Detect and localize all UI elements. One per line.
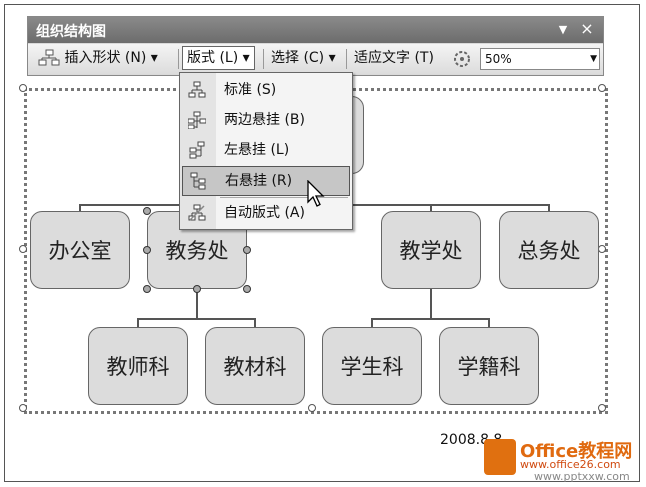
- insert-shape-label: 插入形状 (N) ▾: [64, 50, 158, 66]
- menu-item-both-hanging[interactable]: 两边悬挂 (B): [182, 106, 348, 134]
- menu-item-autolayout[interactable]: 自动版式 (A): [182, 199, 348, 227]
- zoom-icon: [454, 51, 470, 67]
- menu-item-label: 两边悬挂 (B): [224, 112, 305, 128]
- logo-url-text: www.office26.com: [520, 458, 621, 471]
- canvas-handle-tr[interactable]: [598, 84, 606, 92]
- connector: [430, 288, 432, 320]
- org-node-office[interactable]: 办公室: [30, 211, 130, 289]
- site-logo: Office教程网 www.office26.com www.pptxxw.co…: [484, 437, 642, 485]
- toolbar-separator: [178, 49, 179, 69]
- node-handle[interactable]: [143, 246, 151, 254]
- org-node-textbook-section[interactable]: 教材科: [205, 327, 305, 405]
- node-handle[interactable]: [193, 285, 201, 293]
- layout-dropdown-menu: 标准 (S) 两边悬挂 (B) 左悬挂 (L) 右悬挂 (R): [179, 72, 353, 230]
- toolbar-options-icon[interactable]: ▼: [558, 23, 568, 36]
- logo-main-text: Office教程网: [520, 441, 633, 462]
- insert-shape-icon: [38, 49, 60, 66]
- left-hanging-icon: [189, 141, 205, 159]
- canvas-handle-br[interactable]: [598, 404, 606, 412]
- org-chart-toolbar: 插入形状 (N) ▾ 版式 (L) ▾ 选择 (C) ▾ 适应文字 (T) 50…: [28, 44, 603, 74]
- canvas-handle-bm[interactable]: [308, 404, 316, 412]
- menu-item-label: 右悬挂 (R): [225, 173, 293, 189]
- org-chart-toolbar-window: 组织结构图 ▼ × 插入形状 (N) ▾ 版式 (L) ▾ 选择 (C) ▾ 适…: [27, 16, 604, 76]
- logo-url2-text: www.pptxxw.com: [534, 470, 630, 483]
- canvas-handle-bl[interactable]: [19, 404, 27, 412]
- right-hanging-icon: [190, 172, 206, 190]
- autolayout-icon: [188, 204, 206, 221]
- menu-item-left-hanging[interactable]: 左悬挂 (L): [182, 136, 348, 164]
- node-handle[interactable]: [243, 246, 251, 254]
- org-node-teaching[interactable]: 教学处: [381, 211, 481, 289]
- org-node-registry-section[interactable]: 学籍科: [439, 327, 539, 405]
- node-handle[interactable]: [243, 285, 251, 293]
- canvas-handle-ml[interactable]: [19, 245, 27, 253]
- menu-item-label: 左悬挂 (L): [224, 142, 290, 158]
- menu-separator: [220, 197, 348, 198]
- connector: [196, 288, 198, 320]
- node-handle[interactable]: [143, 207, 151, 215]
- select-button[interactable]: 选择 (C) ▾: [271, 50, 336, 66]
- fit-text-button[interactable]: 适应文字 (T): [354, 50, 434, 66]
- zoom-select[interactable]: 50% ▼: [480, 48, 600, 70]
- connector: [430, 204, 432, 212]
- standard-layout-icon: [188, 81, 206, 98]
- office-logo-icon: [484, 439, 516, 475]
- menu-icon-gutter: [180, 73, 216, 229]
- node-handle[interactable]: [143, 285, 151, 293]
- insert-shape-button[interactable]: 插入形状 (N) ▾: [34, 47, 162, 69]
- org-node-student-section[interactable]: 学生科: [322, 327, 422, 405]
- toolbar-separator: [263, 49, 264, 69]
- chevron-down-icon: ▼: [590, 54, 597, 64]
- window-title: 组织结构图: [36, 24, 106, 40]
- close-icon[interactable]: ×: [580, 19, 594, 38]
- org-node-teacher-section[interactable]: 教师科: [88, 327, 188, 405]
- connector: [79, 204, 81, 212]
- canvas-handle-tl[interactable]: [19, 84, 27, 92]
- menu-item-standard[interactable]: 标准 (S): [182, 76, 348, 104]
- menu-item-label: 自动版式 (A): [224, 205, 305, 221]
- org-node-general-affairs[interactable]: 总务处: [499, 211, 599, 289]
- layout-button[interactable]: 版式 (L) ▾: [182, 46, 255, 70]
- both-hanging-icon: [188, 111, 206, 129]
- toolbar-separator: [346, 49, 347, 69]
- zoom-value: 50%: [485, 52, 512, 66]
- connector: [371, 318, 373, 328]
- connector: [137, 318, 255, 320]
- mouse-cursor-icon: [307, 180, 325, 207]
- connector: [548, 204, 550, 212]
- connector: [254, 318, 256, 328]
- connector: [137, 318, 139, 328]
- toolbar-titlebar[interactable]: 组织结构图 ▼ ×: [28, 17, 603, 43]
- menu-item-label: 标准 (S): [224, 82, 277, 98]
- menu-item-right-hanging[interactable]: 右悬挂 (R): [182, 166, 350, 196]
- connector: [371, 318, 489, 320]
- connector: [488, 318, 490, 328]
- canvas-handle-mr[interactable]: [598, 245, 606, 253]
